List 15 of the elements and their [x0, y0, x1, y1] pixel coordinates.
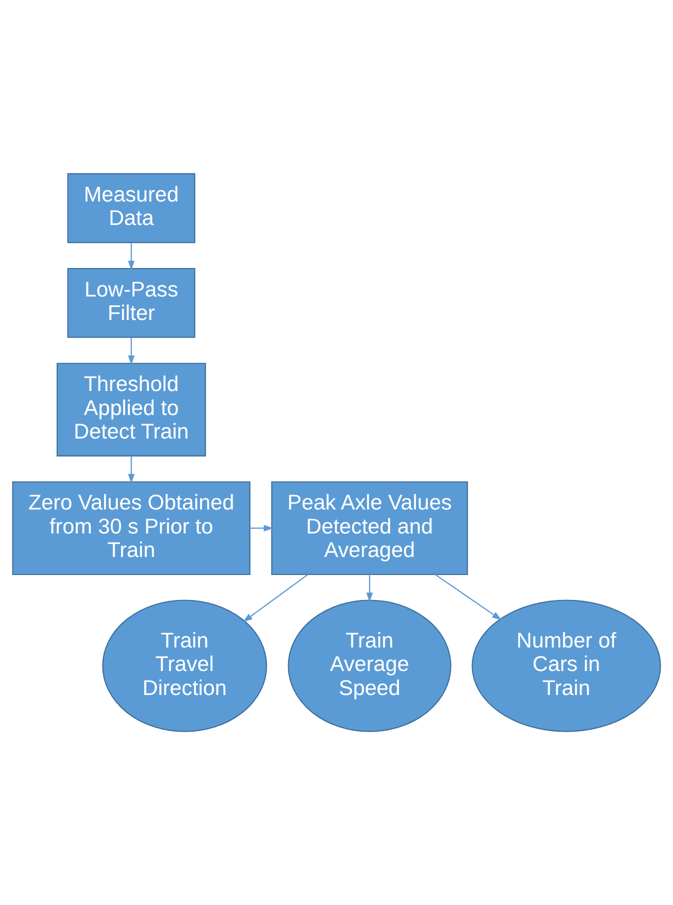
node-box: Measured Data — [67, 173, 196, 244]
arrow — [242, 574, 308, 622]
node-ellipse: Train Travel Direction — [102, 600, 268, 732]
arrow — [250, 524, 274, 532]
node-box: Threshold Applied to Detect Train — [56, 362, 206, 456]
node-ellipse: Train Average Speed — [288, 600, 452, 732]
node-ellipse: Number of Cars in Train — [472, 600, 662, 732]
arrow — [366, 574, 373, 602]
node-box: Peak Axle Values Detected and Averaged — [271, 481, 468, 575]
arrow — [128, 456, 135, 484]
node-box: Low-Pass Filter — [67, 268, 196, 338]
arrow — [128, 338, 135, 365]
arrow — [434, 574, 502, 620]
node-box: Zero Values Obtained from 30 s Prior to Train — [12, 481, 250, 575]
arrow — [128, 242, 135, 270]
